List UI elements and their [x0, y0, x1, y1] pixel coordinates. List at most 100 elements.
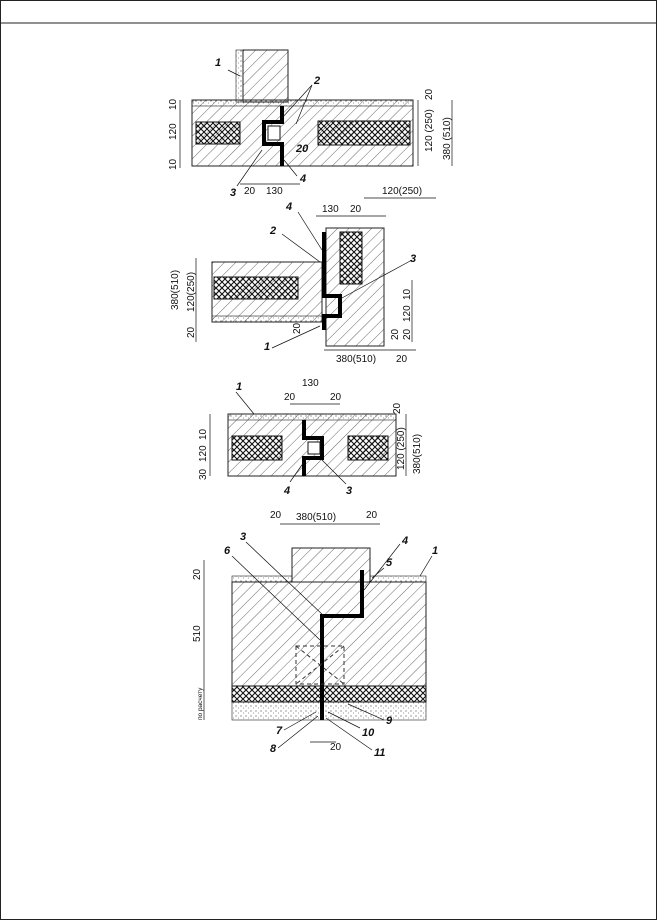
fig1-top-screed: [191, 99, 414, 107]
fig2-dim: 130: [322, 204, 339, 215]
fig2-leader-4: [297, 211, 323, 251]
fig2-callout: 1: [264, 341, 270, 353]
fig4-dim: по расчету: [197, 687, 204, 720]
figure-4: 3 6 4 5 1 7 8 10 11 9 20 380(510) 20 20 …: [192, 510, 438, 759]
fig4-leader-9: [347, 703, 385, 721]
fig2-callout: 3: [410, 253, 416, 265]
fig1-leader-3: [236, 149, 263, 187]
fig4-leader-5: [371, 567, 385, 579]
fig2-callout: 2: [269, 225, 276, 237]
fig4-insulation-band: [231, 685, 427, 703]
fig1-leader-2: [281, 84, 313, 119]
fig4-dashed-box: [295, 645, 345, 685]
fig4-dim: 20: [192, 568, 203, 580]
fig4-leader-4: [363, 543, 401, 591]
fig4-callout: 10: [362, 727, 375, 739]
fig1-dim-right: 120 (250): [424, 109, 435, 152]
figure-3: 1 4 3 130 20 20 10 120 30 20 120 (250) 3…: [198, 378, 423, 497]
fig4-upper-wall: [291, 547, 371, 583]
fig1-leader-4: [283, 159, 298, 177]
fig2-leader-2: [281, 233, 321, 263]
fig2-dim: 10: [402, 288, 413, 300]
fig4-leader-3: [245, 541, 325, 617]
fig2-leader-1: [271, 325, 321, 349]
fig1-dim-left: 10: [168, 98, 179, 110]
fig3-callout: 4: [283, 485, 290, 497]
fig3-dim: 20: [284, 392, 296, 403]
fig3-leader-3: [321, 459, 347, 485]
fig1-dim-left: 10: [168, 158, 179, 170]
fig4-leader-8: [277, 715, 319, 749]
fig1-callout: 20: [295, 143, 309, 155]
fig3-dim: 10: [198, 428, 209, 440]
fig3-dim: 120 (250): [396, 427, 407, 470]
fig4-bottom-plaster: [231, 701, 427, 721]
fig2-leader-3: [341, 259, 413, 299]
fig4-callout: 8: [270, 743, 277, 755]
fig4-leader-10: [327, 711, 361, 729]
fig3-dim: 130: [302, 378, 319, 389]
fig3-leader-1: [235, 391, 255, 415]
fig1-joint-sealant: [262, 106, 284, 166]
fig4-leader-11: [325, 717, 373, 751]
fig3-dim: 20: [330, 392, 342, 403]
fig1-upper-wall: [242, 49, 289, 103]
fig3-leader-4: [289, 461, 305, 483]
fig4-callout: 1: [432, 545, 438, 557]
fig4-top-screed-right: [369, 575, 427, 583]
fig1-callout: 3: [230, 187, 236, 199]
fig1-callout: 4: [299, 173, 306, 185]
fig2-dim: 120(250): [186, 272, 197, 312]
fig2-dim: 20: [402, 328, 413, 340]
fig3-dim: 380(510): [412, 434, 423, 474]
fig3-joint-sealant: [302, 420, 324, 476]
fig2-left-screed: [211, 315, 323, 323]
fig4-dashed-diag2: [295, 645, 345, 685]
fig4-callout: 6: [224, 545, 231, 557]
fig4-callout: 7: [276, 725, 283, 737]
fig1-dim-right: 20: [424, 88, 435, 100]
fig4-leader-7: [283, 711, 317, 731]
fig4-dim: 20: [330, 742, 342, 753]
fig4-joint-sealant: [320, 570, 364, 720]
fig4-top-screed: [231, 575, 293, 583]
fig3-callout: 3: [346, 485, 352, 497]
fig1-gap: [267, 125, 281, 141]
fig1-insulation-right: [317, 120, 411, 146]
fig4-dim: 510: [192, 625, 203, 642]
fig3-top-screed: [227, 413, 397, 421]
fig4-dim: 380(510): [296, 512, 336, 523]
fig4-callout: 5: [386, 557, 393, 569]
fig2-dim: 380(510): [336, 354, 376, 365]
fig4-callout: 11: [374, 747, 385, 759]
fig2-joint-sealant: [322, 232, 342, 330]
fig1-callout: 2: [313, 75, 320, 87]
fig2-dim: 120: [402, 305, 413, 322]
fig2-dim: 120(250): [382, 186, 422, 197]
fig4-dim: 20: [270, 510, 282, 521]
fig1-dim-left: 120: [168, 123, 179, 140]
fig4-leader-1: [419, 555, 433, 577]
figure-1: 1 2 20 3 4 10 120 10 20 130 20 120 (250)…: [168, 49, 453, 199]
fig3-callout: 1: [236, 381, 242, 393]
fig2-dim: 20: [350, 204, 362, 215]
fig3-insulation-left: [231, 435, 283, 461]
fig4-dim: 20: [366, 510, 378, 521]
fig4-callout: 4: [401, 535, 408, 547]
fig2-dim: 20: [186, 326, 197, 338]
fig2-callout: 4: [285, 201, 292, 213]
fig1-dim-bottom: 130: [266, 186, 283, 197]
fig1-dim-bottom: 20: [244, 186, 256, 197]
fig3-dim: 120: [198, 445, 209, 462]
figure-2: 4 2 3 1 130 20 120(250) 380(510) 120(250…: [170, 186, 436, 365]
fig1-insulation-left: [195, 121, 241, 145]
fig3-dim: 30: [198, 468, 209, 480]
fig1-leader-1: [227, 69, 241, 77]
fig4-callout: 3: [240, 531, 246, 543]
fig2-insulation-left: [213, 276, 299, 300]
fig2-dim: 20: [390, 328, 401, 340]
fig3-gap: [307, 441, 321, 455]
fig4-floor-block: [231, 581, 427, 687]
fig3-dim: 20: [392, 402, 403, 414]
